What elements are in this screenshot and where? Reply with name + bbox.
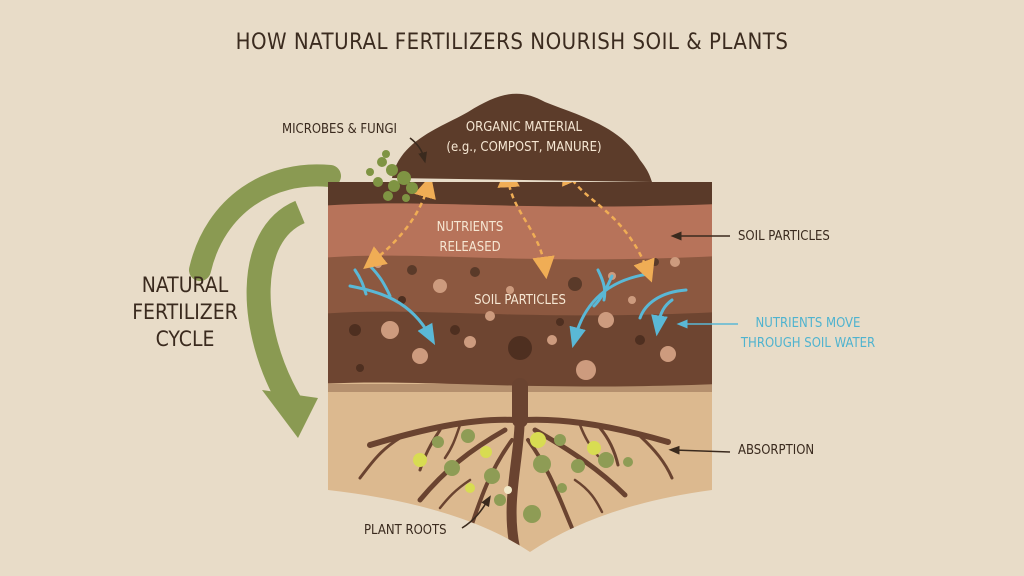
pointer-arrows [409, 137, 731, 529]
nutrients-released-label-2: RELEASED [439, 240, 501, 255]
microbes-fungi-icon [366, 150, 418, 202]
page-title: HOW NATURAL FERTILIZERS NOURISH SOIL & P… [235, 30, 789, 55]
soil-particles-label: SOIL PARTICLES [738, 229, 830, 244]
organic-material-label: ORGANIC MATERIAL [465, 120, 583, 135]
organic-material-examples: (e.g., COMPOST, MANURE) [446, 140, 602, 155]
cycle-label-1: NATURAL [141, 273, 229, 297]
root-nodules [413, 429, 633, 523]
organic-material-mound [392, 93, 652, 182]
nutrients-released-label: NUTRIENTS [436, 220, 504, 235]
microbes-label: MICROBES & FUNGI [282, 122, 397, 137]
cycle-arrow-icon [189, 164, 341, 438]
nutrient-release-arrows [363, 182, 655, 283]
nutrients-move-label: NUTRIENTS MOVE [755, 316, 861, 331]
plant-roots-label: PLANT ROOTS [364, 523, 447, 538]
soil-particles [349, 257, 680, 380]
nutrients-move-label-2: THROUGH SOIL WATER [740, 336, 876, 351]
plant-roots [358, 378, 674, 552]
cycle-label-3: CYCLE [155, 327, 215, 351]
soil-particles-inner-label: SOIL PARTICLES [474, 293, 566, 308]
cycle-label-2: FERTILIZER [132, 300, 238, 324]
absorption-label: ABSORPTION [738, 443, 815, 458]
